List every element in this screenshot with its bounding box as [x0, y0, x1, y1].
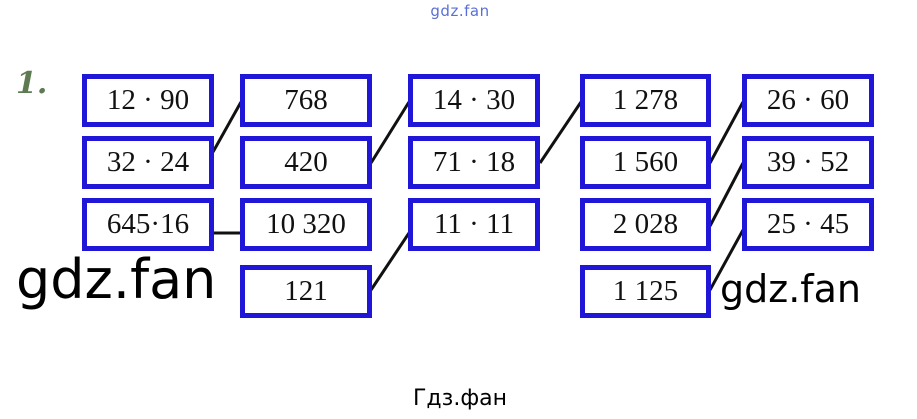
task-number: 1. — [16, 66, 48, 101]
watermark-bottom: Гдз.фан — [413, 386, 507, 411]
expression-box: 25 · 45 — [742, 198, 874, 251]
value-box: 1 125 — [580, 265, 711, 318]
expression-box: 71 · 18 — [408, 136, 540, 189]
expression-box: 26 · 60 — [742, 74, 874, 127]
expression-box: 32 · 24 — [82, 136, 214, 189]
connector-line — [708, 229, 745, 291]
connector-line — [538, 101, 583, 164]
value-box: 1 278 — [580, 74, 711, 127]
connector-line — [708, 162, 745, 227]
watermark-top: gdz.fan — [430, 2, 490, 20]
expression-box: 11 · 11 — [408, 198, 540, 251]
value-box: 121 — [240, 265, 372, 318]
connector-line — [369, 101, 411, 164]
watermark-right: gdz.fan — [720, 267, 862, 311]
connector-line — [211, 101, 243, 153]
value-box: 10 320 — [240, 198, 372, 251]
watermark-left: gdz.fan — [16, 248, 217, 311]
expression-box: 39 · 52 — [742, 136, 874, 189]
expression-box: 14 · 30 — [408, 74, 540, 127]
expression-box: 12 · 90 — [82, 74, 214, 127]
value-box: 768 — [240, 74, 372, 127]
value-box: 420 — [240, 136, 372, 189]
value-box: 2 028 — [580, 198, 711, 251]
connector-line — [708, 101, 745, 164]
expression-box: 645·16 — [82, 198, 214, 251]
value-box: 1 560 — [580, 136, 711, 189]
connector-line — [369, 232, 411, 291]
